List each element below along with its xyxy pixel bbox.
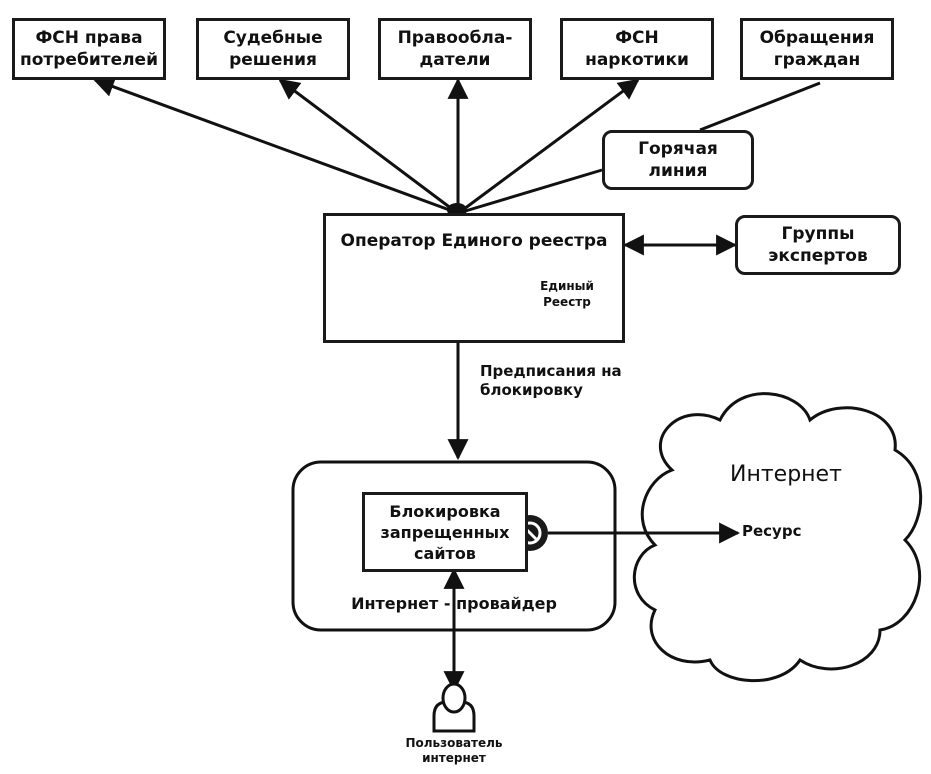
provider-label: Интернет - провайдер [351,594,557,613]
source-label: Правообла- датели [397,28,513,70]
source-label: Судебные решения [223,28,323,70]
source-label: Обращения граждан [759,28,875,70]
arrow-hotline [461,168,603,214]
user-icon [432,682,476,733]
prescriptions-label: Предписания на блокировку [480,362,622,399]
arrow-fsn-narcotics [459,78,640,214]
resource-label: Ресурс [742,522,802,540]
hotline-box: Горячая линия [602,130,754,190]
registry-db-label: Единый Реестр [540,279,594,309]
source-box-rightholders: Правообла- датели [378,18,532,80]
experts-label: Группы экспертов [768,224,868,266]
line-citizens-hotline [699,81,821,132]
source-box-fsn-narcotics: ФСН наркотики [560,18,714,80]
hotline-label: Горячая линия [638,139,718,181]
source-box-fsn-consumers: ФСН права потребителей [12,18,166,80]
experts-box: Группы экспертов [735,215,901,275]
source-box-court-decisions: Судебные решения [196,18,350,80]
user-label: Пользователь интернет [405,736,503,765]
source-label: ФСН права потребителей [19,28,159,70]
blocking-box: Блокировка запрещенных сайтов [362,492,528,572]
internet-cloud [632,392,923,683]
operator-label: Оператор Единого реестра [340,231,608,251]
operator-box: Оператор Единого реестра [323,213,625,343]
internet-label: Интернет [730,462,842,487]
source-box-citizen-appeals: Обращения граждан [740,18,894,80]
arrow-fsn-consumers [93,76,456,214]
source-label: ФСН наркотики [585,28,689,70]
arrow-court-decisions [278,78,457,214]
blocking-label: Блокировка запрещенных сайтов [380,501,510,563]
